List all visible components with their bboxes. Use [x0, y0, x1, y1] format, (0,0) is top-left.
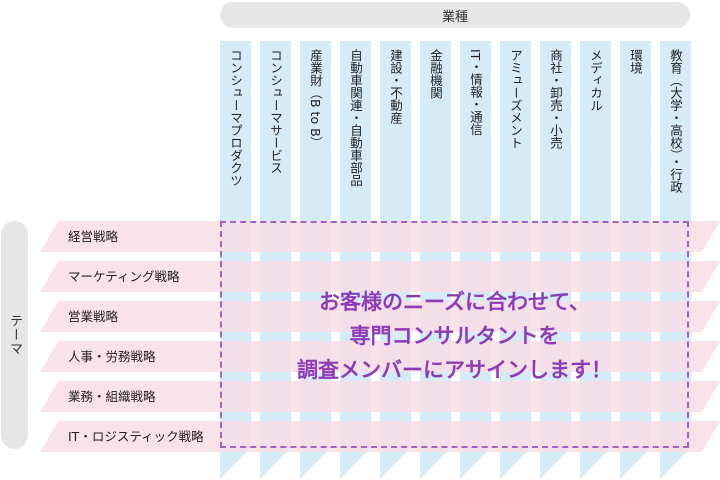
theme-row-label: IT・ロジスティック戦略	[68, 429, 204, 444]
theme-row-band	[40, 381, 720, 412]
industry-column-label: 環境	[628, 49, 643, 74]
theme-row: 営業戦略	[40, 301, 720, 332]
industry-column-label: 金融機関	[428, 49, 443, 99]
theme-row-label: 人事・労務戦略	[68, 349, 156, 364]
theme-row: 人事・労務戦略	[40, 341, 720, 372]
industry-column-label: 自動車関連・自動車部品	[348, 49, 363, 187]
industry-column-arrow	[260, 448, 291, 479]
theme-header-label: テーマ	[7, 314, 22, 356]
industry-column-label: 商社・卸売・小売	[548, 49, 563, 149]
industry-column-label: IT・情報・通信	[468, 49, 483, 136]
theme-row-band	[40, 301, 720, 332]
industry-column-arrow	[420, 448, 451, 479]
callout-message: お客様のニーズに合わせて、 専門コンサルタントを 調査メンバーにアサインします！	[220, 285, 689, 387]
industry-column-arrow	[500, 448, 531, 479]
industry-column-label: メディカル	[588, 49, 603, 112]
theme-row-band	[40, 221, 720, 252]
theme-row: 経営戦略	[40, 221, 720, 252]
industry-column-label: 教育（大学・高校）・行政	[668, 49, 683, 193]
theme-row-band	[40, 261, 720, 292]
theme-row: マーケティング戦略	[40, 261, 720, 292]
industry-column-label: アミューズメント	[508, 49, 523, 149]
theme-row-label: 経営戦略	[68, 229, 119, 244]
industry-column-arrow	[460, 448, 491, 479]
callout-line-3: 調査メンバーにアサインします！	[297, 358, 612, 382]
theme-row-label: 業務・組織戦略	[68, 389, 156, 404]
theme-row: 業務・組織戦略	[40, 381, 720, 412]
theme-row: IT・ロジスティック戦略	[40, 421, 720, 452]
industry-column-label: コンシューマサービス	[268, 49, 283, 174]
industry-column-label: コンシューマプロダクツ	[228, 49, 243, 187]
theme-row-label: 営業戦略	[68, 309, 119, 324]
theme-header: テーマ	[1, 221, 28, 449]
theme-row-band	[40, 421, 720, 452]
callout-line-2: 専門コンサルタントを	[349, 324, 560, 348]
theme-row-band	[40, 341, 720, 372]
intersection-dashed-frame	[220, 221, 689, 448]
industry-column-label: 建設・不動産	[388, 49, 403, 124]
callout-line-1: お客様のニーズに合わせて、	[319, 290, 590, 314]
industry-column-arrow	[540, 448, 571, 479]
theme-row-label: マーケティング戦略	[68, 269, 180, 284]
industry-column-arrow	[380, 448, 411, 479]
industry-column-arrow	[300, 448, 331, 479]
industry-header-label: 業種	[441, 9, 468, 25]
industry-column-label: 産業財（B to B）	[308, 49, 323, 150]
industry-column-arrow	[620, 448, 651, 479]
industry-header: 業種	[220, 2, 690, 28]
industry-column-arrow	[220, 448, 251, 479]
industry-column-arrow	[660, 448, 691, 479]
industry-column-arrow	[340, 448, 371, 479]
industry-column-arrow	[580, 448, 611, 479]
